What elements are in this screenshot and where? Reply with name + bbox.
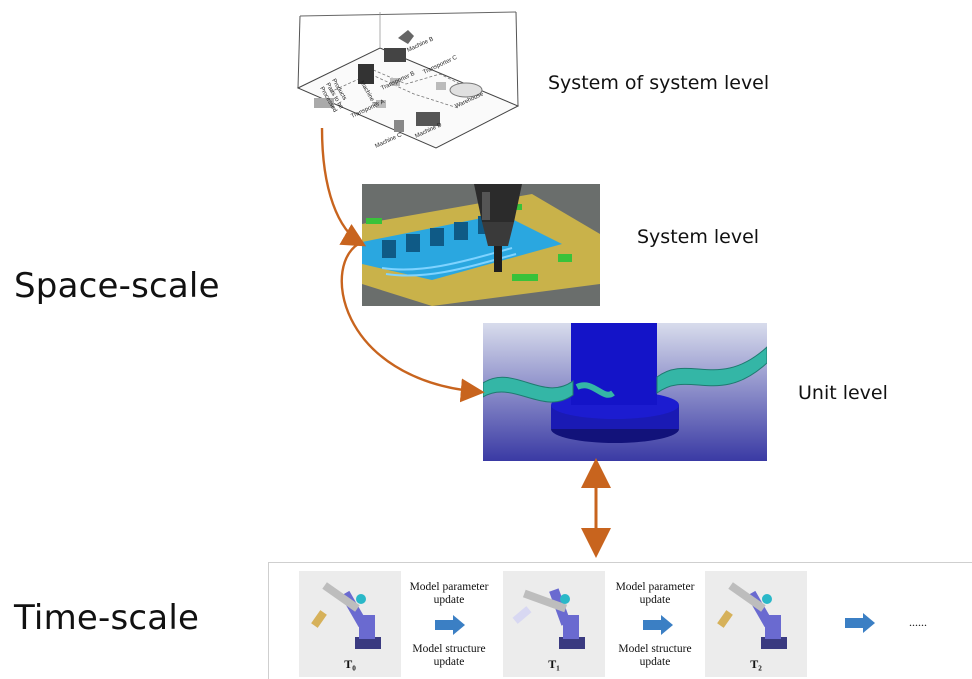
robot-card-t0: T₀ [299,571,401,677]
robot-arm-icon [512,588,585,649]
robot-card-t1: T₁ [503,571,605,677]
warehouse-icon [449,82,483,98]
sos-to-system-arrow [320,127,367,247]
machine-b-icon [384,48,406,62]
time-scale-label: Time-scale [14,598,200,638]
robot-time-label-t0: T₀ [344,657,356,671]
sos-level-label: System of system level [548,72,770,94]
space-scale-label: Space-scale [14,266,220,306]
robot-time-label-t2: T₂ [750,657,762,671]
update-1-parameter: Model parameter update [409,581,489,606]
machine-c-icon [394,120,404,132]
robot-card-t2: T₂ [705,571,807,677]
unit-level-label: Unit level [798,382,888,404]
time-scale-panel: T₀ Model parameter update Model structur… [268,562,972,679]
cutter-body-icon [571,323,657,405]
machining-cad-illustration [362,184,600,306]
update-1-arrow-icon [435,615,465,635]
system-to-unit-arrow [340,240,485,403]
robot-time-label-t1: T₁ [548,657,560,671]
unit-simulation-illustration [483,323,767,461]
factory-layout-illustration: Machine B Machine A Products Parts to be… [296,11,520,150]
robot-arm-icon [311,582,381,649]
update-1-structure: Model structure update [412,643,486,668]
machine-d-icon [416,112,440,126]
machine-a-icon [358,64,374,84]
system-level-label: System level [637,226,760,248]
continue-arrow-icon [845,613,875,633]
timeline-ellipsis: ...... [909,615,927,629]
update-2-structure: Model structure update [618,643,692,668]
parts-icon [314,98,334,108]
update-2-arrow-icon [643,615,673,635]
robot-arm-icon [717,582,787,649]
update-2-parameter: Model parameter update [615,581,695,606]
